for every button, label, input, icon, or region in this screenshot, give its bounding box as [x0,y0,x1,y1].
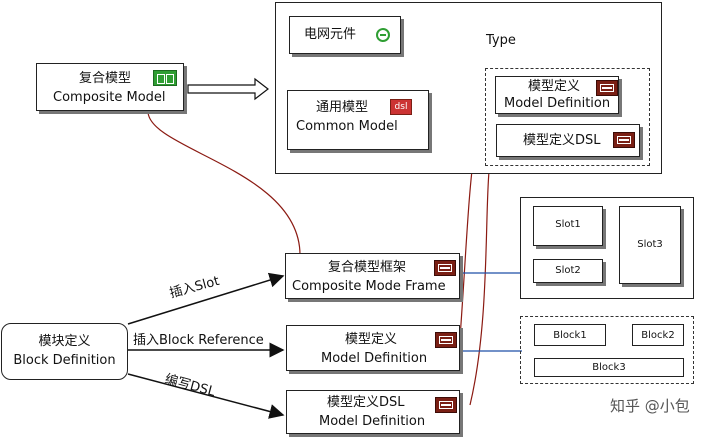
composite-model-cn: 复合模型 [79,71,132,86]
block-definition-cn: 模块定义 [38,334,91,349]
arrow-insert-slot [127,272,285,325]
dsl-icon: dsl [390,99,412,115]
composite-frame-node: 复合模型框架 Composite Mode Frame [285,253,460,299]
model-definition-mid-cn: 模型定义 [345,332,398,347]
block1-label: Block1 [553,330,587,341]
model-definition-mid-node: 模型定义 Model Definition [286,325,460,371]
slot1-label: Slot1 [555,219,581,230]
composite-frame-en: Composite Mode Frame [292,279,446,294]
grid-component-node: 电网元件 [289,16,401,54]
model-definition-dsl-bottom-icon [435,397,457,413]
block3-box: Block3 [534,358,684,377]
grid-component-icon [376,28,390,42]
slot3-label: Slot3 [637,239,663,250]
slot1-box: Slot1 [533,206,603,246]
composite-frame-cn: 复合模型框架 [328,260,407,275]
composite-model-en: Composite Model [53,90,166,105]
block-definition-node: 模块定义 Block Definition [1,323,128,380]
common-model-cn: 通用模型 [316,100,369,115]
model-definition-dsl-bottom-cn: 模型定义DSL [327,395,405,410]
slot2-label: Slot2 [555,265,581,276]
block2-label: Block2 [641,330,675,341]
block1-box: Block1 [534,324,606,346]
hollow-arrow-composite [187,77,269,101]
model-definition-dsl-bottom-en: Model Definition [319,414,426,429]
model-definition-icon [596,80,618,96]
common-model-node: 通用模型 dsl Common Model [287,90,429,150]
model-definition-top-node: 模型定义 Model Definition [495,76,619,114]
watermark: 知乎 @小包 [610,397,690,415]
block-definition-en: Block Definition [13,353,116,368]
block3-label: Block3 [592,362,626,373]
link-composite-frame [147,111,301,256]
model-definition-dsl-top-node: 模型定义DSL [496,124,640,157]
composite-frame-icon [434,260,456,276]
model-definition-top-en: Model Definition [504,96,611,111]
model-definition-top-cn: 模型定义 [528,79,581,94]
grid-component-label: 电网元件 [304,27,357,42]
composite-model-node: 复合模型 Composite Model [36,63,184,111]
model-definition-mid-icon [435,332,457,348]
block2-box: Block2 [632,324,684,346]
edge-label-insert-block-ref: 插入Block Reference [133,333,264,348]
type-label: Type [486,33,516,48]
model-definition-dsl-bottom-node: 模型定义DSL Model Definition [286,390,460,434]
model-definition-dsl-icon [613,132,635,148]
block-panel [520,316,694,384]
arrow-write-dsl [127,373,285,419]
slot2-box: Slot2 [533,259,603,283]
model-definition-group [485,68,650,166]
model-definition-mid-en: Model Definition [321,351,428,366]
common-model-en: Common Model [296,119,398,134]
model-definition-dsl-top-cn: 模型定义DSL [523,133,601,148]
slot3-box: Slot3 [619,206,681,284]
composite-model-icon [153,70,177,86]
